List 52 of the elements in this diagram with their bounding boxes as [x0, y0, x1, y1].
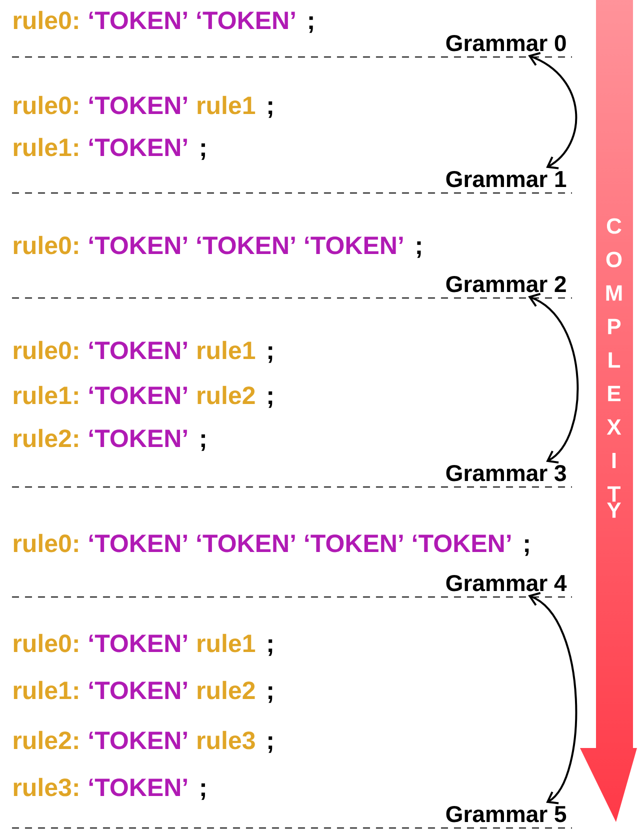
- rule-name: rule0:: [14, 96, 78, 114]
- token-text: ‘TOKEN’: [89, 386, 187, 404]
- semicolon: ;: [268, 686, 272, 703]
- vertical-label: COMPLEXITY: [606, 218, 622, 518]
- token-text: ‘TOKEN’ ‘TOKEN’ ‘TOKEN’: [89, 236, 403, 254]
- curved-arrow: [528, 52, 577, 170]
- rule-name: rule1: [198, 634, 256, 652]
- token-text: ‘TOKEN’ ‘TOKEN’ ‘TOKEN’ ‘TOKEN’: [89, 534, 511, 552]
- grammar-label: Grammar 4: [446, 574, 567, 592]
- grammar-label: Grammar 2: [446, 276, 566, 292]
- token-text: ‘TOKEN’: [89, 732, 187, 750]
- token-text: ‘TOKEN’: [89, 430, 187, 448]
- token-text: ‘TOKEN’: [89, 342, 187, 360]
- curved-arrow: [528, 292, 578, 464]
- semicolon: ;: [525, 539, 529, 556]
- grammar-label: Grammar 1: [446, 170, 566, 188]
- curved-arrow: [528, 592, 577, 804]
- semicolon: ;: [417, 241, 421, 258]
- rule-name: rule2: [198, 386, 255, 404]
- rule-name: rule1:: [14, 386, 78, 404]
- rule-name: rule0:: [14, 534, 78, 552]
- semicolon: ;: [268, 346, 272, 363]
- semicolon: ;: [309, 16, 313, 33]
- semicolon: ;: [268, 639, 272, 656]
- rule-name: rule2: [198, 680, 255, 700]
- token-text: ‘TOKEN’: [89, 778, 187, 796]
- semicolon: ;: [268, 391, 272, 408]
- token-text: ‘TOKEN’: [89, 138, 187, 156]
- grammar-label: Grammar 3: [446, 464, 566, 482]
- semicolon: ;: [201, 434, 205, 451]
- rule-name: rule0:: [14, 340, 78, 360]
- rule-name: rule0:: [14, 10, 78, 30]
- rule-name: rule2:: [14, 428, 78, 448]
- grammar-label: Grammar 5: [446, 806, 566, 822]
- rule-name: rule1: [198, 340, 256, 360]
- semicolon: ;: [201, 143, 205, 160]
- rule-name: rule1:: [14, 138, 78, 156]
- token-text: ‘TOKEN’: [89, 96, 187, 114]
- rule-name: rule1:: [14, 680, 78, 700]
- grammar-label: Grammar 0: [446, 34, 566, 52]
- rule-name: rule3: [198, 730, 255, 750]
- rule-name: rule0:: [14, 634, 78, 652]
- token-text: ‘TOKEN’: [89, 634, 187, 652]
- semicolon: ;: [268, 736, 272, 753]
- semicolon: ;: [268, 101, 272, 118]
- token-text: ‘TOKEN’ ‘TOKEN’: [89, 12, 295, 30]
- rule-name: rule0:: [14, 236, 78, 254]
- token-text: ‘TOKEN’: [89, 682, 187, 700]
- rule-name: rule3:: [14, 778, 78, 796]
- rule-name: rule2:: [14, 730, 78, 750]
- semicolon: ;: [201, 783, 205, 800]
- rule-name: rule1: [198, 96, 256, 114]
